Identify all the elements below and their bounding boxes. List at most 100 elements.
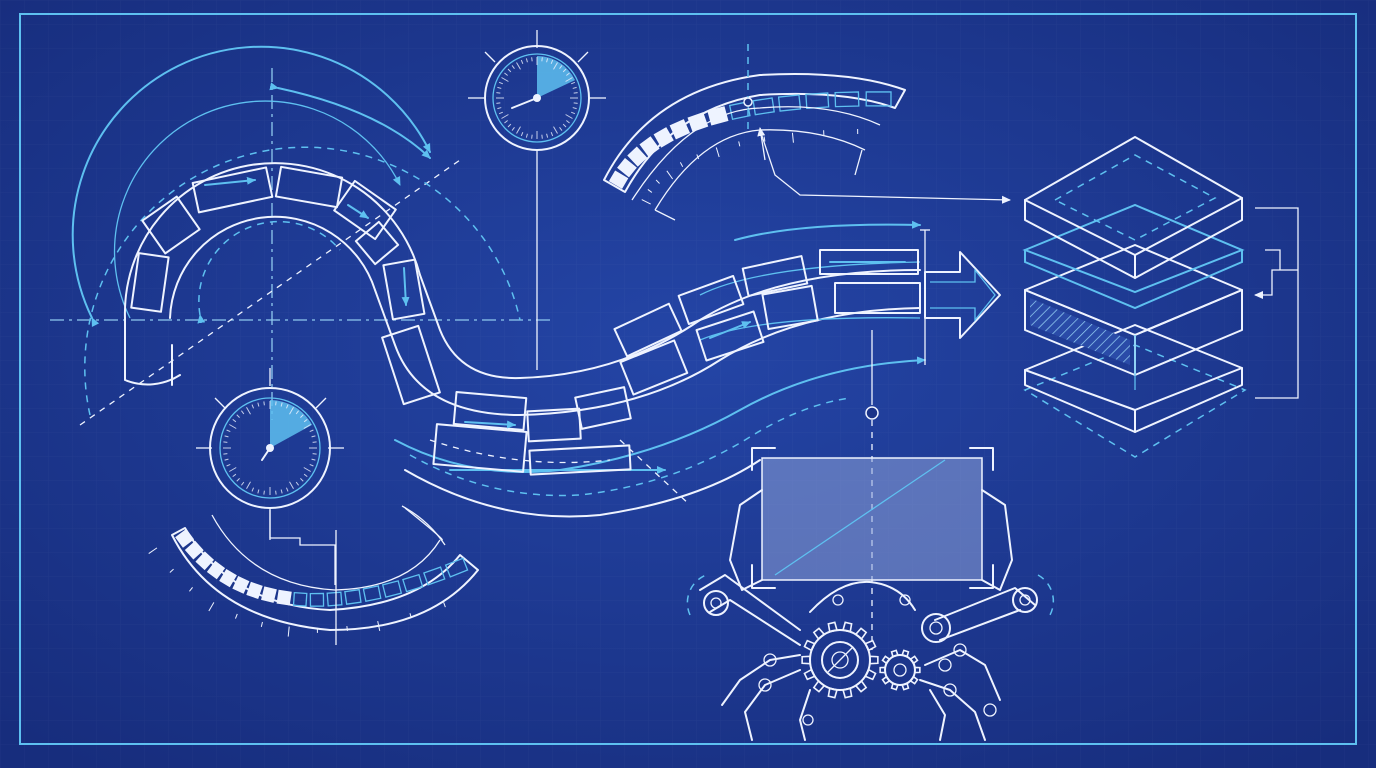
gauge-tick [565, 114, 573, 119]
gauge-tick [257, 489, 260, 494]
meter-segment [687, 112, 709, 133]
gauge-tick [312, 441, 317, 443]
gauge-tick [572, 86, 577, 89]
meter-tick [655, 179, 660, 184]
meter-tick [409, 613, 412, 619]
gauge-tick [229, 467, 237, 472]
meter-segment [309, 592, 325, 607]
meter-tick [260, 621, 263, 627]
gauge-tick [511, 65, 515, 69]
meter-segment [865, 91, 892, 107]
gauge-tick [229, 424, 237, 429]
gauge-tick [246, 407, 251, 415]
meter-segment [669, 119, 691, 140]
gauge-tick [496, 102, 501, 104]
gauge-tick [224, 458, 229, 461]
gauge-tick [263, 401, 265, 406]
gauge-tick [303, 418, 308, 423]
gauge-tick [275, 490, 277, 495]
meter-segment [402, 573, 424, 593]
gauge-tick [498, 81, 504, 85]
layers-icon [1022, 136, 1299, 458]
gauge-tick [223, 441, 228, 443]
gauge-tick [570, 81, 576, 85]
gauge-tick [303, 424, 311, 429]
gauge-tick [257, 402, 260, 407]
gauge-tick [566, 120, 570, 124]
meter-segment [246, 581, 263, 600]
meter-bottom [148, 505, 479, 645]
gauge-tick [496, 92, 501, 94]
gauge-tick [546, 133, 549, 138]
gauge-tick [224, 435, 229, 438]
meter-segment [608, 170, 629, 189]
gauge-tick [303, 473, 308, 478]
gauge-tick [559, 65, 563, 69]
gauge-top-fill [537, 56, 576, 98]
wave-conveyor [394, 220, 1001, 518]
gauge-tick [263, 490, 265, 495]
gauge-tick [497, 86, 502, 89]
gauge-tick [498, 111, 504, 115]
gauge-tick [541, 57, 543, 62]
meter-tick [647, 189, 653, 193]
gauge-tick [553, 126, 558, 134]
meter-segment [805, 92, 830, 110]
flow-arrow-icon [920, 229, 1001, 365]
meter-tick [346, 625, 348, 632]
gauge-tick [501, 77, 509, 82]
gauge-tick [504, 120, 508, 124]
gauge-tick [240, 481, 245, 486]
meter-segment [362, 585, 382, 603]
gauge-tick [289, 407, 294, 415]
gauge-tick [531, 57, 533, 62]
gauge-tick [531, 134, 533, 139]
meter-segment [834, 91, 860, 108]
meter-segment [175, 528, 195, 548]
meter-segment [276, 589, 292, 606]
meter-segment [232, 575, 250, 594]
gauge-tick [240, 410, 245, 415]
gauge-tick [311, 458, 316, 461]
gauge-tick [511, 127, 515, 131]
gauge-tick [285, 487, 289, 492]
meter-segment [653, 127, 674, 148]
meter-segment [219, 568, 237, 588]
gauge-tick [280, 489, 283, 494]
gauge-tick [236, 478, 240, 482]
gauge-tick [246, 481, 251, 489]
gauge-tick [289, 481, 294, 489]
arc-segments [130, 165, 441, 406]
meter-tick [377, 620, 381, 631]
meter-segment [752, 97, 775, 116]
gauge-tick [251, 404, 255, 409]
gauge-tick [501, 114, 509, 119]
gauge-tick [520, 131, 524, 137]
gauge-tick [573, 92, 578, 94]
gauge-tick [312, 453, 317, 455]
meter-segment [206, 560, 226, 580]
gauge-tick [275, 401, 277, 406]
conveyor-blocks [432, 249, 921, 476]
gauge-tick [303, 467, 311, 472]
gauge-tick [550, 131, 554, 137]
meter-top [603, 44, 1011, 221]
gauge-tick [565, 77, 573, 82]
meter-tick [287, 626, 290, 637]
meter-segment [326, 591, 343, 607]
gauge-tick [525, 133, 528, 138]
meter-tick [763, 136, 766, 142]
gauge-tick [525, 58, 528, 63]
meter-tick [666, 170, 674, 180]
meter-tick [208, 602, 215, 612]
gauge-tick [295, 410, 300, 415]
gauge-tick [562, 68, 567, 73]
gauge-tick [223, 453, 228, 455]
gauge-tick [300, 478, 304, 482]
gauge-tick [226, 429, 231, 433]
meter-tick [641, 199, 651, 205]
meter-segment [627, 146, 648, 167]
gauge-tick [541, 134, 543, 139]
gauge-tick [516, 126, 521, 134]
